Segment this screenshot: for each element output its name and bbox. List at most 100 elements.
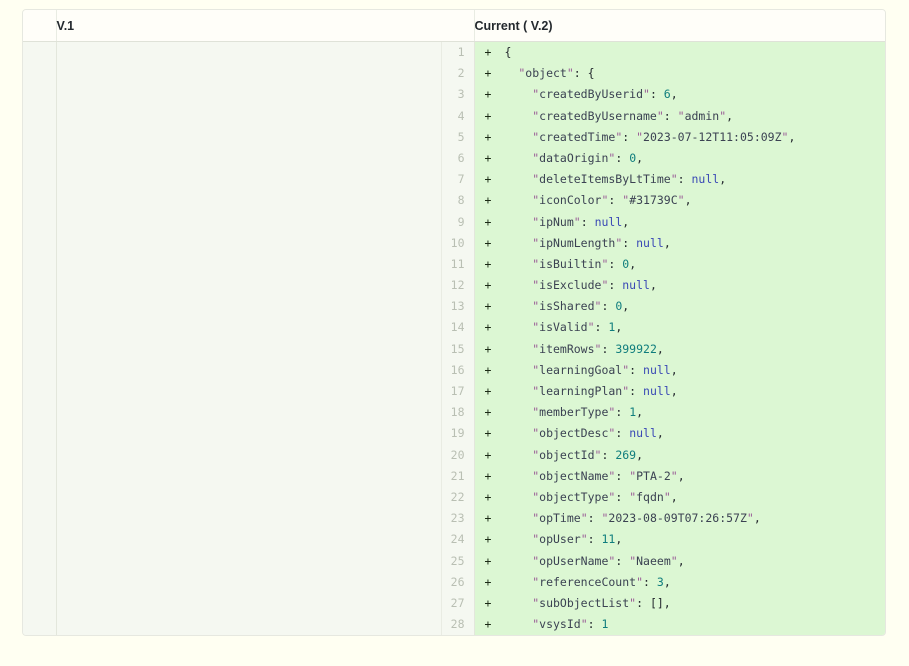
empty-code-line xyxy=(57,317,441,338)
code-token: : xyxy=(677,172,692,187)
code-token: " xyxy=(566,66,574,81)
code-token: vsysId xyxy=(539,617,581,632)
code-token: " xyxy=(601,278,609,293)
code-token: itemRows xyxy=(539,341,595,356)
code-token: " xyxy=(663,489,671,504)
empty-line-number xyxy=(23,254,56,275)
code-line: + "opUserName": "Naeem", xyxy=(485,551,886,572)
empty-line-number xyxy=(23,148,56,169)
empty-code-line xyxy=(57,233,441,254)
code-token: " xyxy=(532,511,540,526)
code-token: " xyxy=(622,384,630,398)
code-token: PTA-2 xyxy=(636,468,671,483)
added-line-marker: + xyxy=(484,172,492,187)
code-token: : xyxy=(615,150,630,165)
code-token: " xyxy=(746,511,754,526)
code-token: isExclude xyxy=(539,278,602,293)
code-token: " xyxy=(608,468,616,483)
code-token: " xyxy=(615,129,623,144)
code-token: " xyxy=(670,553,678,568)
empty-line-number xyxy=(23,402,56,423)
empty-code-line xyxy=(57,508,441,529)
code-token: 399922 xyxy=(615,341,657,356)
line-number: 26 xyxy=(450,574,465,589)
code-token: " xyxy=(629,595,637,610)
empty-code-line xyxy=(57,212,441,233)
empty-code-line xyxy=(57,487,441,508)
code-token: " xyxy=(670,468,678,483)
code-token: " xyxy=(677,108,685,123)
code-token: , xyxy=(726,108,734,123)
code-token: " xyxy=(608,489,616,504)
code-token: : xyxy=(608,256,623,271)
code-token: " xyxy=(532,362,540,377)
code-token: : xyxy=(615,489,630,504)
line-number: 22 xyxy=(450,489,465,504)
code-token: opTime xyxy=(539,511,581,526)
code-token: " xyxy=(573,214,581,229)
empty-code-line xyxy=(57,296,441,317)
code-token: " xyxy=(532,193,540,208)
empty-line-number xyxy=(23,381,56,402)
code-token: { xyxy=(504,45,512,59)
code-token: " xyxy=(532,532,540,547)
code-token: , xyxy=(636,405,644,420)
empty-line-number xyxy=(23,508,56,529)
left-code-lines xyxy=(57,42,441,635)
code-token: , xyxy=(670,87,678,102)
right-version-header: Current ( V.2) xyxy=(473,10,885,42)
code-line: + "ipNumLength": null, xyxy=(485,233,886,254)
code-token: dataOrigin xyxy=(539,150,609,165)
code-token: Naeem xyxy=(636,553,671,568)
code-token: : xyxy=(649,87,664,102)
added-line-marker: + xyxy=(484,384,492,398)
code-token: : xyxy=(622,235,637,250)
added-line-marker: + xyxy=(484,405,492,420)
added-line-marker: + xyxy=(484,299,492,314)
code-line: + "subObjectList": [], xyxy=(485,593,886,614)
empty-code-line xyxy=(57,275,441,296)
code-token: : xyxy=(601,341,616,356)
code-token: , xyxy=(684,193,692,208)
code-token: " xyxy=(629,489,637,504)
code-token: " xyxy=(629,468,637,483)
code-line: + "createdTime": "2023-07-12T11:05:09Z", xyxy=(485,127,886,148)
code-token: " xyxy=(532,617,540,632)
code-token: " xyxy=(677,193,685,208)
code-token: : xyxy=(615,426,630,441)
code-token: " xyxy=(601,193,609,208)
code-token: " xyxy=(532,447,540,462)
code-token: 2023-08-09T07:26:57Z xyxy=(608,511,747,526)
code-token: : xyxy=(608,193,623,208)
code-token: " xyxy=(781,129,789,144)
code-token: 1 xyxy=(629,405,637,420)
code-token: ipNumLength xyxy=(539,235,616,250)
added-line-marker: + xyxy=(484,45,492,59)
empty-code-line xyxy=(57,529,441,550)
line-number: 14 xyxy=(450,320,465,335)
added-line-marker: + xyxy=(484,341,492,356)
code-token: " xyxy=(656,108,664,123)
code-token: " xyxy=(532,150,540,165)
right-code-pane[interactable]: +{+ "object": {+ "createdByUserid": 6,+ … xyxy=(474,41,886,636)
code-token: " xyxy=(643,87,650,102)
code-token: null xyxy=(594,214,623,229)
code-line: + "ipNum": null, xyxy=(485,212,886,233)
left-version-header: V.1 xyxy=(56,10,441,42)
code-token: " xyxy=(580,511,588,526)
code-token: referenceCount xyxy=(539,574,637,589)
code-token: isValid xyxy=(539,320,588,335)
code-token: objectName xyxy=(539,468,609,483)
empty-line-number xyxy=(23,296,56,317)
line-number: 7 xyxy=(457,172,465,187)
empty-line-number xyxy=(23,445,56,466)
code-token: " xyxy=(532,341,540,356)
code-token: , xyxy=(615,532,623,547)
code-token: " xyxy=(518,66,526,81)
added-line-marker: + xyxy=(484,362,492,377)
code-token: opUserName xyxy=(539,553,609,568)
code-token: " xyxy=(532,384,540,398)
